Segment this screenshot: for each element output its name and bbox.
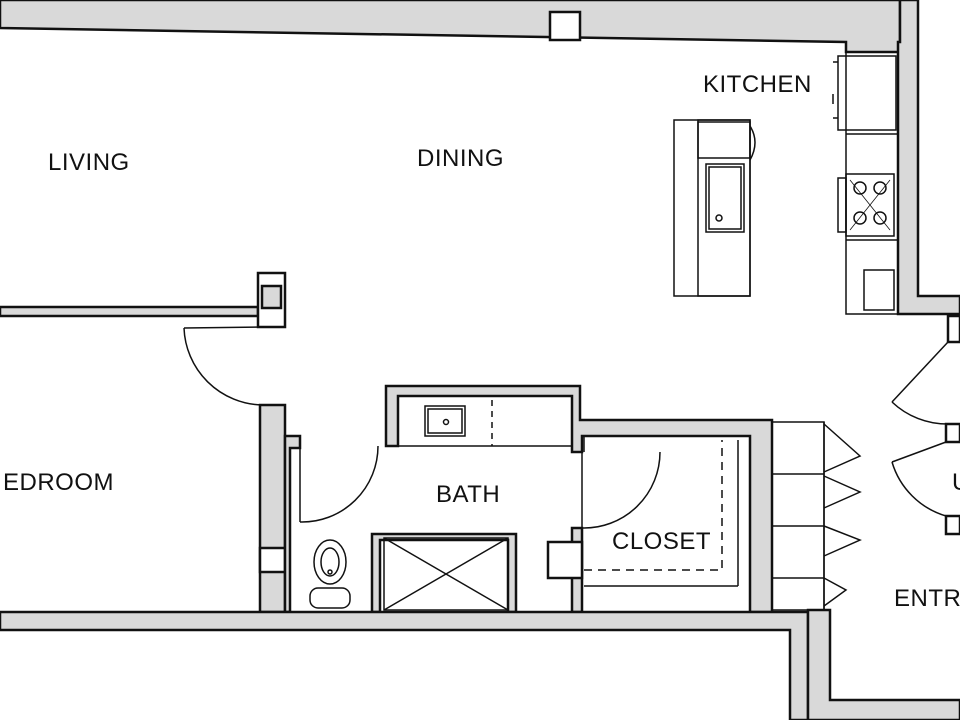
door-frame-mid bbox=[944, 422, 960, 444]
door-bedroom bbox=[183, 326, 265, 406]
wall-living-bedroom bbox=[0, 305, 260, 318]
door-frame-upper bbox=[946, 314, 960, 344]
wall-entry-right bbox=[806, 608, 960, 720]
shower-icon bbox=[383, 537, 509, 611]
kitchen-counters bbox=[832, 51, 899, 315]
closet-shelving bbox=[583, 436, 739, 587]
dishwasher bbox=[863, 269, 895, 311]
toilet-icon bbox=[309, 539, 351, 609]
wall-bedroom-stub bbox=[258, 546, 287, 574]
door-closet bbox=[581, 451, 661, 529]
doors bbox=[183, 326, 949, 611]
door-entry-lower bbox=[891, 441, 947, 517]
wall-bath-left bbox=[283, 434, 302, 614]
door-frame-lower bbox=[944, 514, 960, 536]
vanity bbox=[397, 395, 573, 447]
wall-bedroom-right bbox=[258, 403, 287, 614]
label-closet: CLOSET bbox=[612, 528, 711, 555]
column-top bbox=[548, 10, 582, 42]
label-living: LIVING bbox=[48, 149, 130, 176]
label-bedroom: EDROOM bbox=[3, 469, 114, 496]
label-dining: DINING bbox=[417, 145, 504, 172]
vanity-sink-icon bbox=[424, 405, 466, 437]
wall-bottom bbox=[0, 610, 810, 720]
counter-run bbox=[845, 51, 899, 315]
label-kitchen: KITCHEN bbox=[703, 71, 812, 98]
wall-kitchen-right bbox=[896, 0, 960, 316]
refrigerator bbox=[837, 55, 897, 131]
label-bath: BATH bbox=[436, 481, 500, 508]
closet-column bbox=[546, 540, 584, 580]
label-partial-u: U bbox=[952, 469, 960, 496]
sink-icon bbox=[705, 163, 745, 233]
wall-pillar-living-inner bbox=[260, 284, 283, 310]
label-entry: ENTRY bbox=[894, 585, 960, 612]
door-bath bbox=[299, 445, 379, 523]
bath-fixtures bbox=[309, 395, 573, 611]
kitchen-island bbox=[673, 119, 756, 297]
door-bifold bbox=[771, 421, 862, 611]
wall-top bbox=[0, 0, 902, 54]
door-entry-upper bbox=[891, 341, 949, 425]
